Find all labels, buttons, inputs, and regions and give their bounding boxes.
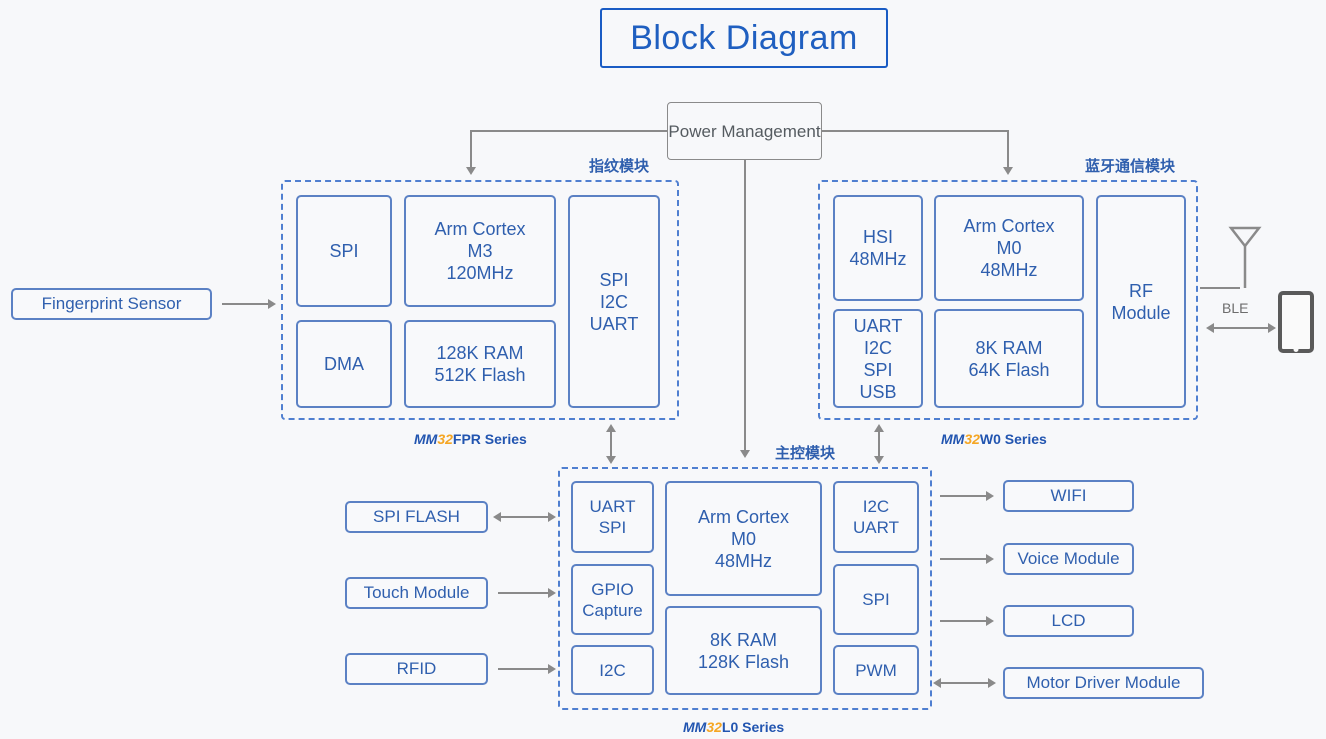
power-to-main-arrowhead (740, 450, 750, 458)
power-to-bluetooth-line-v (1007, 130, 1009, 168)
fingerprint-series-label: MM32FPR Series (414, 431, 527, 447)
antenna-icon (1228, 226, 1262, 288)
series-prefix-mm: MM (683, 719, 707, 735)
block-l0-memory: 8K RAM 128K Flash (665, 606, 822, 695)
block-w0-memory: 8K RAM 64K Flash (934, 309, 1084, 408)
block-l0-pwm: PWM (833, 645, 919, 695)
ble-arrow-left (1206, 323, 1214, 333)
bluetooth-module-label: 蓝牙通信模块 (1085, 158, 1176, 175)
block-w0-rf: RF Module (1096, 195, 1186, 408)
fingerprint-sensor-block: Fingerprint Sensor (11, 288, 212, 320)
block-l0-i2c-uart: I2C UART (833, 481, 919, 553)
rf-to-antenna-line (1200, 287, 1240, 289)
page-title: Block Diagram (600, 8, 888, 68)
w0-to-main-arrow-down (874, 456, 884, 464)
power-to-bluetooth-line-h (822, 130, 1008, 132)
rfid-link-line (498, 668, 550, 670)
power-to-fingerprint-line-h (470, 130, 668, 132)
series-number-32: 32 (437, 431, 453, 447)
block-fpr-dma: DMA (296, 320, 392, 408)
bluetooth-series-label: MM32W0 Series (941, 431, 1047, 447)
wifi-link-line (940, 495, 988, 497)
motor-driver-arrow-left (933, 678, 941, 688)
series-suffix: W0 Series (979, 431, 1047, 447)
bluetooth-module-container (818, 180, 1198, 420)
sensor-to-fpr-line (222, 303, 270, 305)
fpr-to-main-line (610, 426, 612, 462)
peripheral-rfid: RFID (345, 653, 488, 685)
touch-module-arrowhead (548, 588, 556, 598)
touch-module-link-line (498, 592, 550, 594)
peripheral-voice-module: Voice Module (1003, 543, 1134, 575)
series-suffix: FPR Series (452, 431, 527, 447)
main-module-label: 主控模块 (775, 445, 836, 462)
power-to-bluetooth-arrowhead (1003, 167, 1013, 175)
power-management-block: Power Management (667, 102, 822, 160)
rfid-arrowhead (548, 664, 556, 674)
ble-arrow-right (1268, 323, 1276, 333)
series-prefix-mm: MM (414, 431, 438, 447)
w0-to-main-arrow-up (874, 424, 884, 432)
series-number-32: 32 (964, 431, 980, 447)
sensor-to-fpr-arrowhead (268, 299, 276, 309)
main-series-label: MM32L0 Series (683, 719, 784, 735)
lcd-link-line (940, 620, 988, 622)
block-l0-spi: SPI (833, 564, 919, 635)
block-fpr-core: Arm Cortex M3 120MHz (404, 195, 556, 307)
block-w0-interfaces: UART I2C SPI USB (833, 309, 923, 408)
voice-module-arrowhead (986, 554, 994, 564)
block-l0-uart-spi: UART SPI (571, 481, 654, 553)
fingerprint-module-container (281, 180, 679, 420)
series-prefix-mm: MM (941, 431, 965, 447)
power-to-fingerprint-line-v (470, 130, 472, 168)
block-fpr-memory: 128K RAM 512K Flash (404, 320, 556, 408)
spi-flash-arrow-right (548, 512, 556, 522)
wifi-arrowhead (986, 491, 994, 501)
fingerprint-module-label: 指纹模块 (589, 158, 650, 175)
peripheral-lcd: LCD (1003, 605, 1134, 637)
spi-flash-link-line (500, 516, 550, 518)
block-w0-core: Arm Cortex M0 48MHz (934, 195, 1084, 301)
peripheral-wifi: WIFI (1003, 480, 1134, 512)
smartphone-icon (1278, 291, 1314, 353)
ble-link-line (1213, 327, 1271, 329)
fpr-to-main-arrow-down (606, 456, 616, 464)
block-fpr-interfaces: SPI I2C UART (568, 195, 660, 408)
power-to-main-line-v (744, 160, 746, 452)
block-l0-i2c: I2C (571, 645, 654, 695)
block-l0-core: Arm Cortex M0 48MHz (665, 481, 822, 596)
block-fpr-spi: SPI (296, 195, 392, 307)
motor-driver-link-line (940, 682, 990, 684)
voice-module-link-line (940, 558, 988, 560)
fpr-to-main-arrow-up (606, 424, 616, 432)
ble-label: BLE (1222, 300, 1249, 316)
main-module-container (558, 467, 932, 710)
motor-driver-arrow-right (988, 678, 996, 688)
block-l0-gpio-capture: GPIO Capture (571, 564, 654, 635)
spi-flash-arrow-left (493, 512, 501, 522)
block-w0-hsi: HSI 48MHz (833, 195, 923, 301)
series-number-32: 32 (706, 719, 722, 735)
series-suffix: L0 Series (721, 719, 785, 735)
peripheral-touch-module: Touch Module (345, 577, 488, 609)
w0-to-main-line (878, 426, 880, 462)
power-to-fingerprint-arrowhead (466, 167, 476, 175)
peripheral-motor-driver-module: Motor Driver Module (1003, 667, 1204, 699)
lcd-arrowhead (986, 616, 994, 626)
peripheral-spi-flash: SPI FLASH (345, 501, 488, 533)
